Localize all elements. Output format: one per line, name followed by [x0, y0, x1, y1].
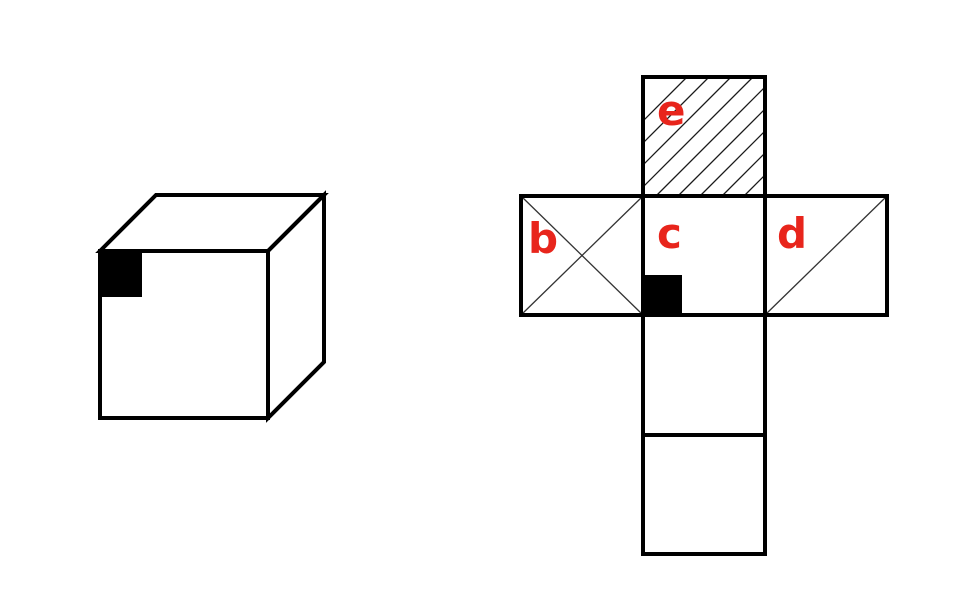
- label-e: e: [657, 86, 686, 135]
- cube-corner-marker: [100, 251, 142, 297]
- face-e: [641, 75, 767, 198]
- cube-right-face: [266, 190, 326, 423]
- label-d: d: [777, 209, 807, 258]
- face-e-hatch: [643, 77, 765, 196]
- cube-3d: [95, 190, 329, 423]
- face-c-corner-marker: [643, 275, 682, 315]
- face-bottom-1: [641, 313, 767, 437]
- face-bottom-2: [641, 433, 767, 556]
- cube-net: [519, 75, 889, 556]
- face-b-diagonal-2: [520, 195, 644, 316]
- label-c: c: [657, 209, 682, 258]
- cube-front-face: [98, 249, 270, 420]
- label-b: b: [528, 214, 558, 263]
- face-d-diagonal: [764, 195, 888, 316]
- cube-top-face: [95, 193, 329, 253]
